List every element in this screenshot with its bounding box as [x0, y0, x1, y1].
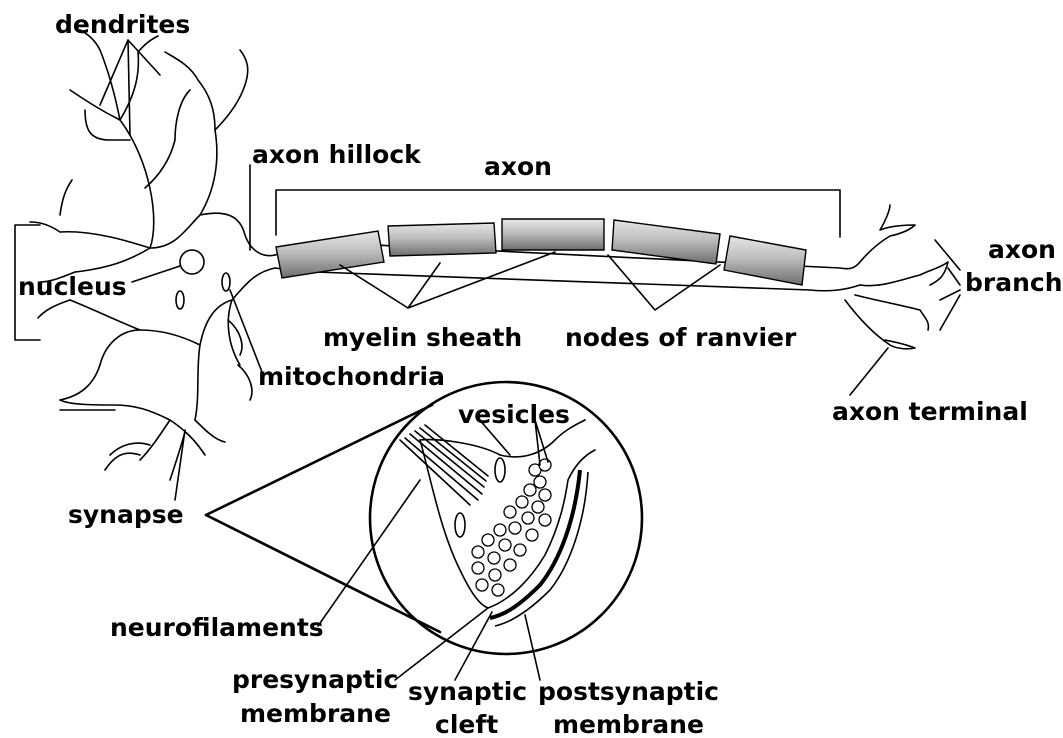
cell-body	[30, 30, 275, 480]
label-neurofilaments: neurofilaments	[110, 613, 324, 642]
label-axon-terminal: axon terminal	[832, 397, 1028, 426]
label-postsynaptic-membrane-line2: membrane	[553, 710, 704, 738]
label-presynaptic-membrane-line2: membrane	[240, 699, 391, 728]
axon-branches	[845, 205, 948, 349]
label-nodes-of-ranvier: nodes of ranvier	[565, 323, 797, 352]
label-vesicles: vesicles	[458, 400, 570, 429]
label-axon-hillock: axon hillock	[252, 140, 422, 169]
label-axon: axon	[484, 152, 552, 181]
label-synaptic-cleft-line1: synaptic	[408, 677, 527, 706]
labels: dendrites axon hillock axon axon branch …	[18, 10, 1063, 738]
label-presynaptic-membrane-line1: presynaptic	[232, 665, 398, 694]
label-axonal-branches-line2: branch	[965, 268, 1063, 297]
label-myelin-sheath: myelin sheath	[323, 323, 522, 352]
label-mitochondria: mitochondria	[258, 362, 445, 391]
label-dendrites: dendrites	[55, 10, 190, 39]
label-nucleus: nucleus	[18, 272, 127, 301]
label-axonal-branches-line1: axon	[988, 235, 1056, 264]
label-synapse: synapse	[68, 500, 184, 529]
label-postsynaptic-membrane-line1: postsynaptic	[538, 677, 719, 706]
leader-lines	[100, 40, 960, 680]
label-synaptic-cleft-line2: cleft	[435, 710, 498, 738]
